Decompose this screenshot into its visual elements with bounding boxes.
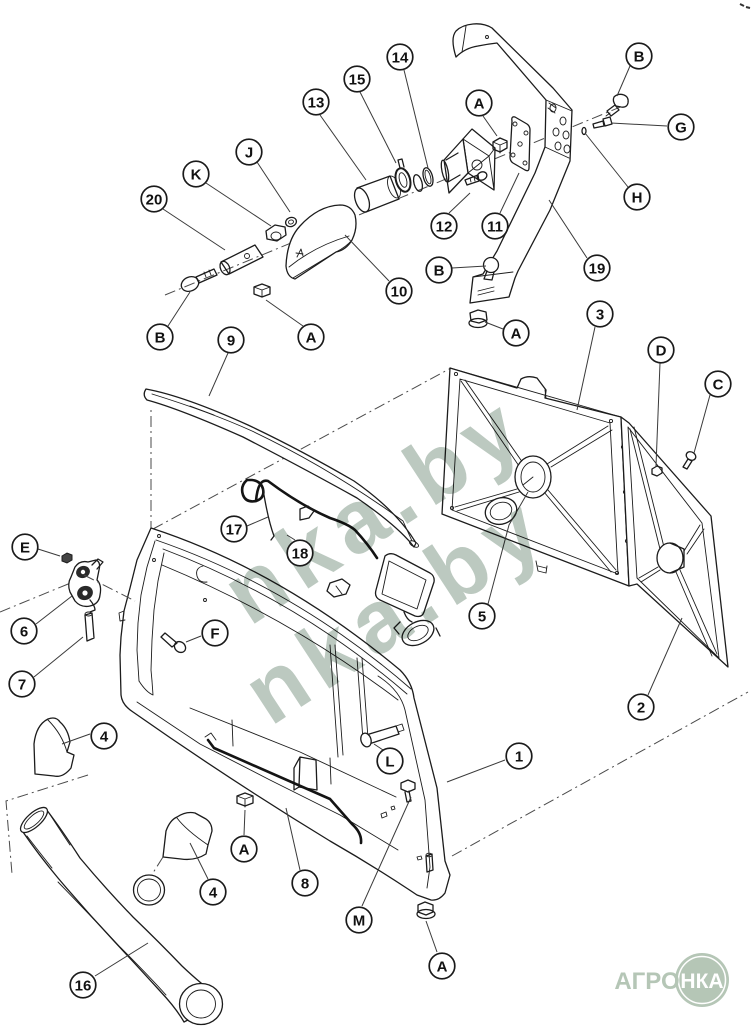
svg-text:A: A xyxy=(437,959,448,976)
svg-text:12: 12 xyxy=(436,219,453,236)
svg-text:6: 6 xyxy=(20,624,28,641)
svg-text:D: D xyxy=(656,343,667,360)
svg-text:H: H xyxy=(632,190,643,207)
svg-text:НКА: НКА xyxy=(680,970,723,993)
svg-text:2: 2 xyxy=(637,700,645,717)
svg-text:19: 19 xyxy=(589,261,606,278)
svg-text:C: C xyxy=(713,377,724,394)
svg-text:20: 20 xyxy=(146,192,163,209)
svg-text:A: A xyxy=(306,330,317,347)
svg-text:G: G xyxy=(675,120,687,137)
svg-text:L: L xyxy=(385,754,394,771)
svg-text:A: A xyxy=(511,326,522,343)
svg-text:J: J xyxy=(245,145,253,162)
svg-text:E: E xyxy=(20,540,30,557)
svg-text:14: 14 xyxy=(392,50,409,67)
svg-text:11: 11 xyxy=(487,219,503,236)
svg-text:7: 7 xyxy=(18,677,26,694)
svg-text:10: 10 xyxy=(391,284,408,301)
svg-text:16: 16 xyxy=(75,978,92,995)
svg-text:1: 1 xyxy=(515,749,523,766)
svg-text:A: A xyxy=(239,842,250,859)
svg-text:A: A xyxy=(474,96,485,113)
svg-text:3: 3 xyxy=(596,307,604,324)
svg-text:B: B xyxy=(634,49,645,66)
svg-text:АГРО: АГРО xyxy=(614,968,679,995)
svg-text:M: M xyxy=(353,913,366,930)
svg-text:15: 15 xyxy=(349,72,366,89)
svg-text:B: B xyxy=(434,263,445,280)
svg-text:B: B xyxy=(155,330,166,347)
svg-text:8: 8 xyxy=(301,876,309,893)
svg-text:13: 13 xyxy=(308,95,325,112)
svg-text:9: 9 xyxy=(227,333,235,350)
svg-text:K: K xyxy=(191,167,202,184)
svg-text:4: 4 xyxy=(100,729,109,746)
svg-text:F: F xyxy=(210,626,219,643)
svg-text:18: 18 xyxy=(292,546,309,563)
svg-text:17: 17 xyxy=(226,522,243,539)
svg-text:5: 5 xyxy=(478,609,486,626)
svg-text:4: 4 xyxy=(209,885,218,902)
